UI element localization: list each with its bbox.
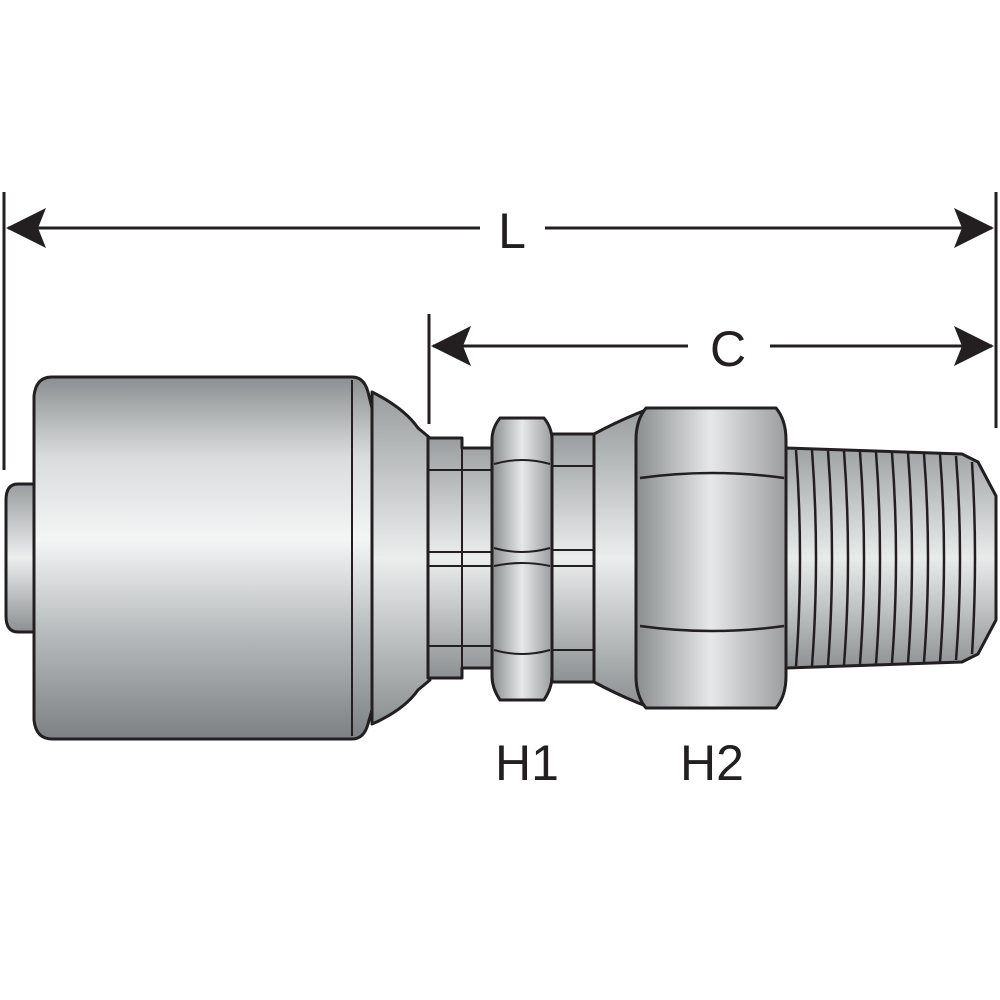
male-pipe-thread [784,446,998,670]
overall-length-label: L [498,203,526,259]
h1-label: H1 [495,735,559,791]
c-right-arrowhead [954,326,994,366]
middle-neck-flats [552,465,594,651]
thread-ridges [794,449,977,667]
l-right-arrowhead [954,208,994,248]
stem-neck-flats [428,448,494,668]
center-length-label: C [710,321,746,377]
h2-hex-flats [639,471,785,633]
h1-hex-nut [490,416,554,702]
tapered-collar [370,390,432,726]
crimp-ferrule [32,375,374,741]
overall-length-dimension [2,192,998,470]
middle-neck [550,432,596,684]
l-left-arrowhead [6,208,46,248]
h2-hex-body [634,406,788,710]
hose-fitting [4,375,998,741]
c-left-arrowhead [431,326,471,366]
hose-stub [4,482,38,634]
h2-label: H2 [680,735,744,791]
h1-hex-flats [493,459,551,655]
center-length-dimension [427,314,994,424]
